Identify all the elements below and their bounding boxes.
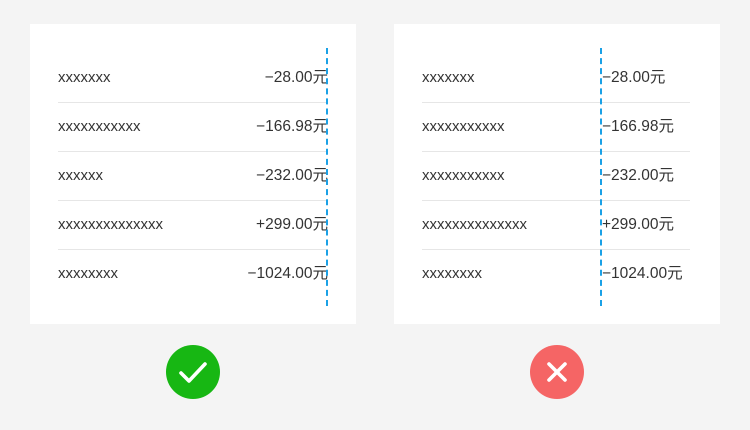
item-amount: −232.00元 bbox=[602, 167, 674, 184]
item-label: xxxxxxxxxxx bbox=[422, 167, 505, 184]
list-item: xxxxxxxx −1024.00元 bbox=[58, 249, 328, 298]
item-amount: −232.00元 bbox=[256, 167, 328, 184]
item-label: xxxxxxxx bbox=[422, 265, 482, 282]
alignment-guide-line bbox=[326, 48, 328, 306]
checkmark-icon bbox=[179, 362, 207, 383]
cross-icon bbox=[547, 362, 567, 382]
list-item: xxxxxxxx −1024.00元 bbox=[422, 249, 690, 298]
item-amount: +299.00元 bbox=[602, 216, 674, 233]
item-amount: +299.00元 bbox=[256, 216, 328, 233]
list-item: xxxxxxxxxxx −232.00元 bbox=[422, 151, 690, 201]
list-item: xxxxxxxxxxx −166.98元 bbox=[422, 102, 690, 152]
item-label: xxxxxx bbox=[58, 167, 103, 184]
item-label: xxxxxxxxxxx bbox=[58, 118, 141, 135]
alignment-guide-line bbox=[600, 48, 602, 306]
item-label: xxxxxxxxxxxxxx bbox=[422, 216, 527, 233]
item-label: xxxxxxx bbox=[422, 69, 475, 86]
incorrect-alignment-panel: xxxxxxx −28.00元 xxxxxxxxxxx −166.98元 xxx… bbox=[394, 24, 720, 324]
list-item: xxxxxxxxxxxxxx +299.00元 bbox=[422, 200, 690, 250]
list-item: xxxxxxxxxxx −166.98元 bbox=[58, 102, 328, 152]
correct-alignment-panel: xxxxxxx −28.00元 xxxxxxxxxxx −166.98元 xxx… bbox=[30, 24, 356, 324]
list-item: xxxxxxx −28.00元 bbox=[422, 53, 690, 103]
list-item: xxxxxxxxxxxxxx +299.00元 bbox=[58, 200, 328, 250]
list-item: xxxxxxx −28.00元 bbox=[58, 53, 328, 103]
item-label: xxxxxxxxxxx bbox=[422, 118, 505, 135]
item-label: xxxxxxx bbox=[58, 69, 111, 86]
correct-badge bbox=[166, 345, 220, 399]
item-amount: −166.98元 bbox=[256, 118, 328, 135]
item-amount: −1024.00元 bbox=[247, 265, 328, 282]
item-label: xxxxxxxx bbox=[58, 265, 118, 282]
item-amount: −28.00元 bbox=[602, 69, 666, 86]
item-amount: −28.00元 bbox=[264, 69, 328, 86]
list-item: xxxxxx −232.00元 bbox=[58, 151, 328, 201]
item-amount: −1024.00元 bbox=[602, 265, 683, 282]
item-label: xxxxxxxxxxxxxx bbox=[58, 216, 163, 233]
item-amount: −166.98元 bbox=[602, 118, 674, 135]
incorrect-badge bbox=[530, 345, 584, 399]
